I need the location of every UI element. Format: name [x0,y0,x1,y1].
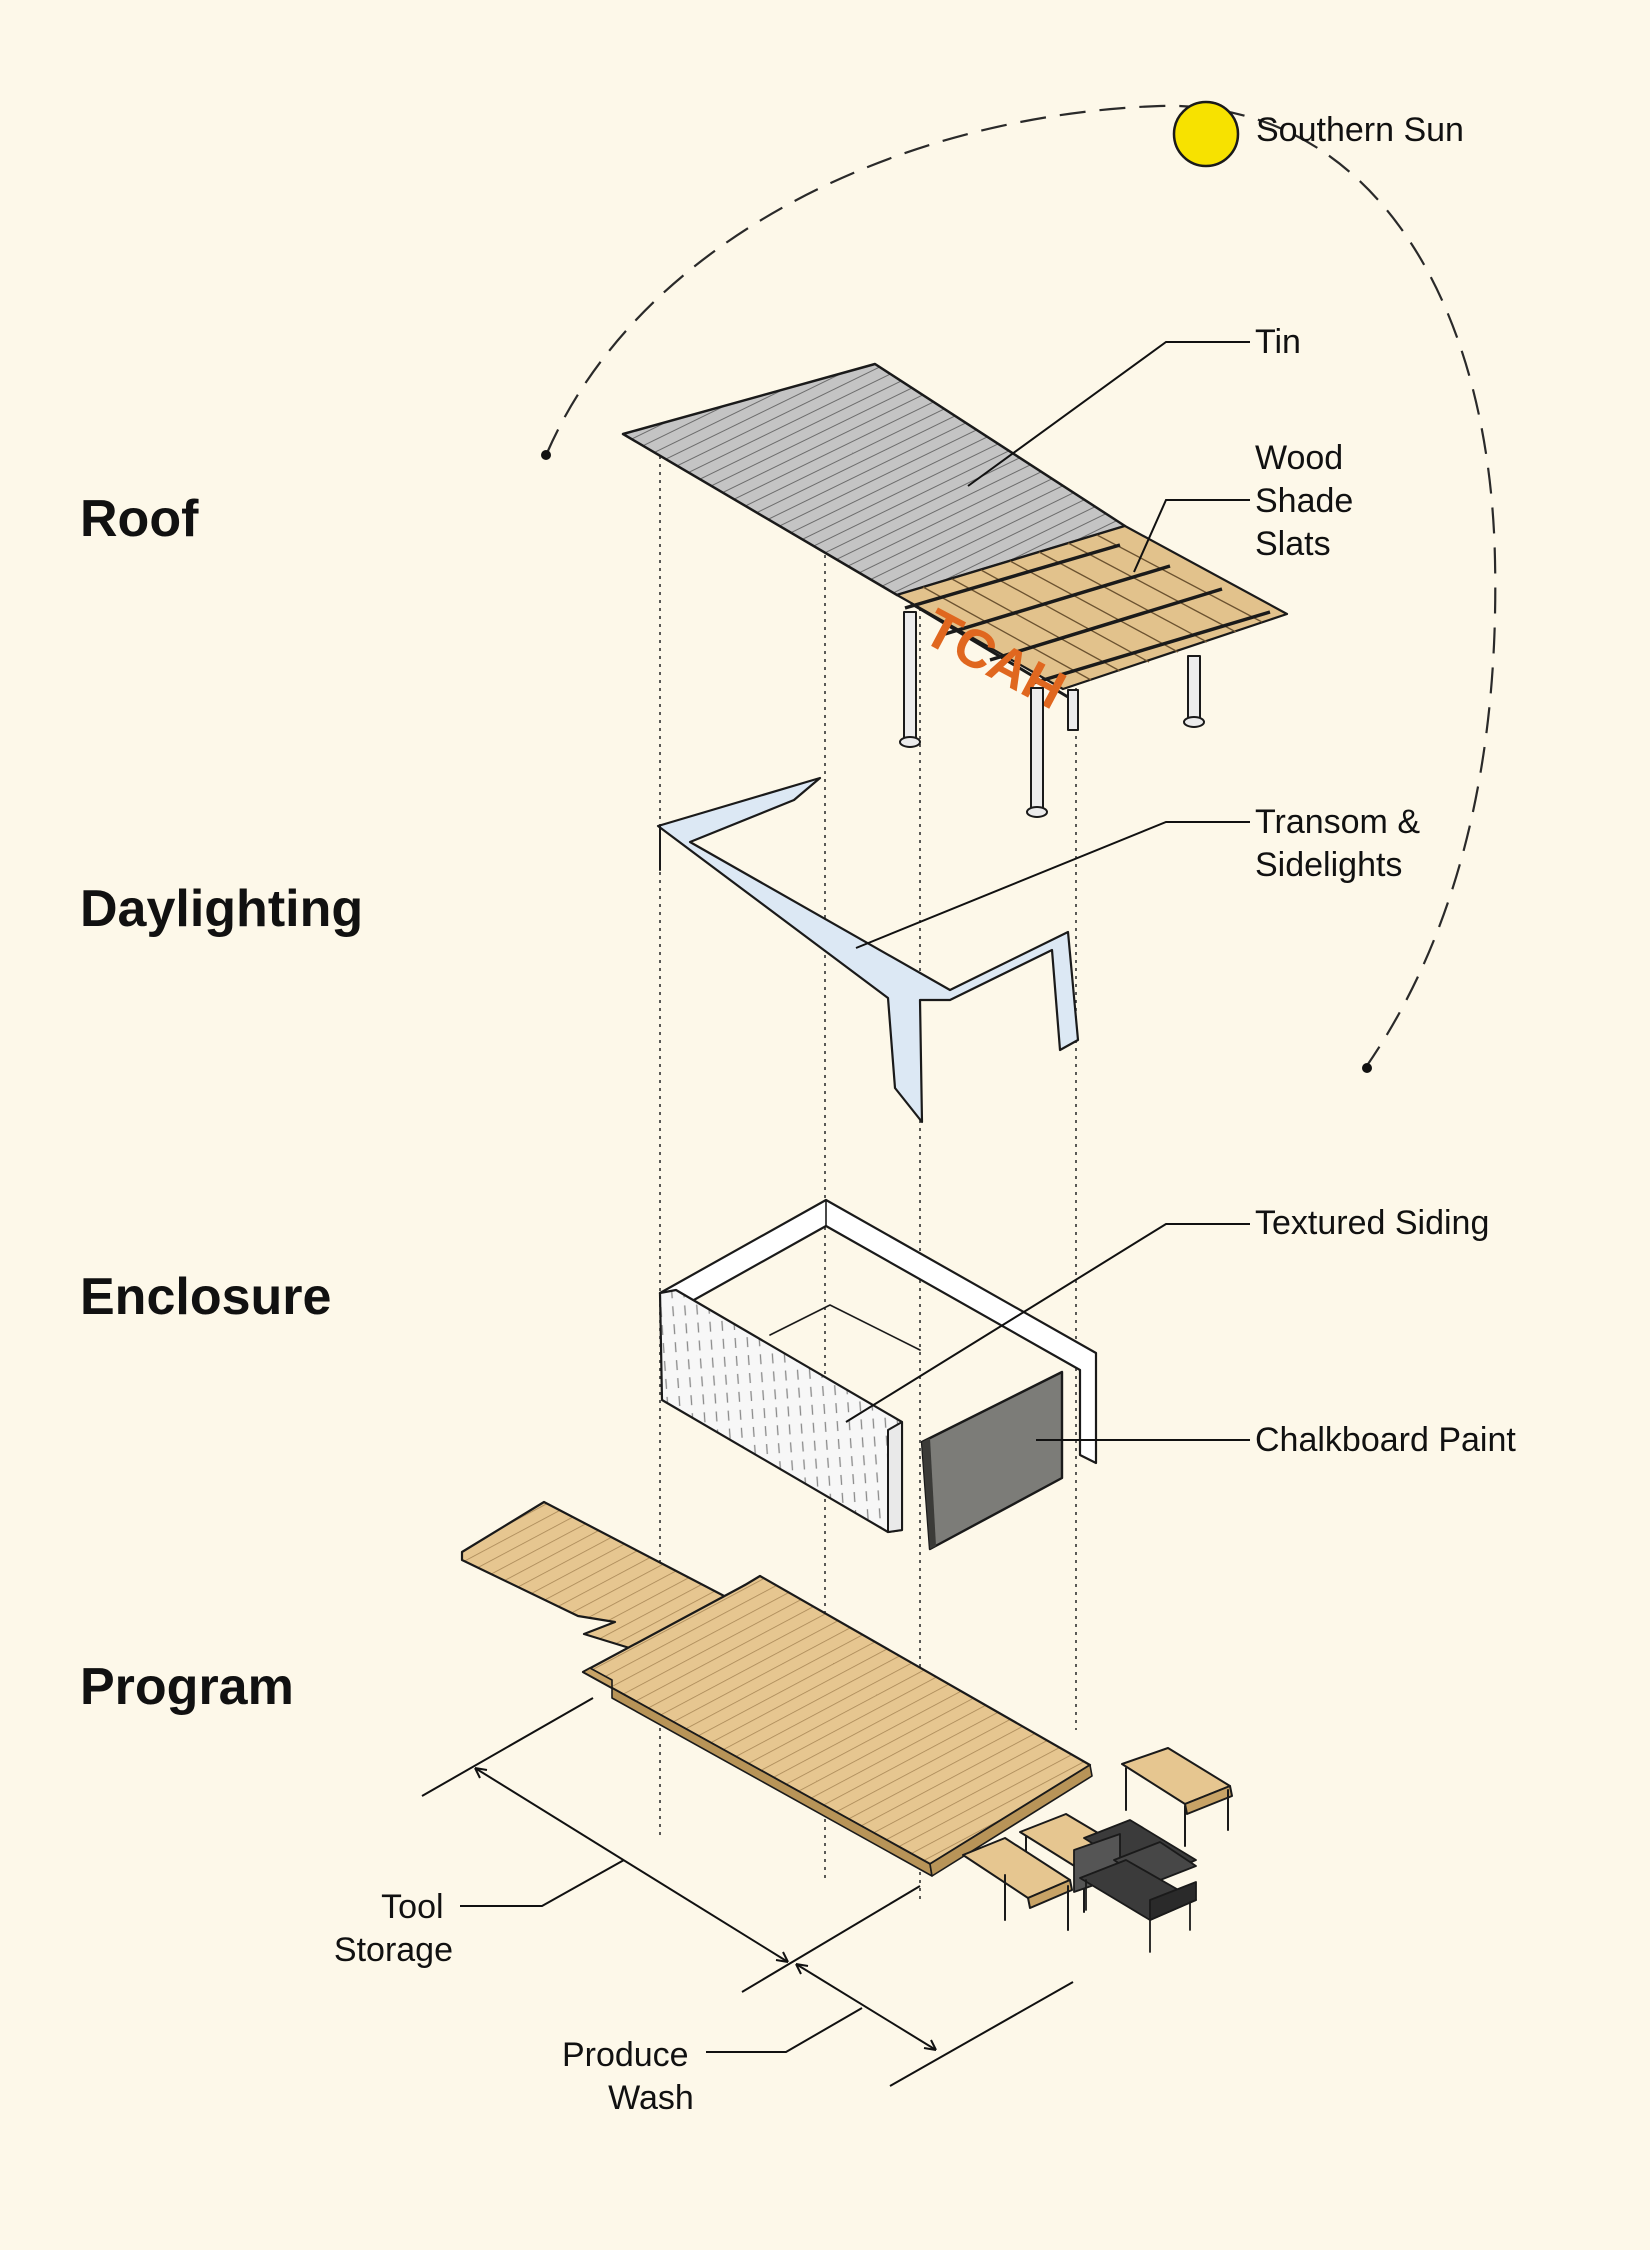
produce-wash-bins [1073,1819,1197,1953]
layer-label-enclosure: Enclosure [80,1268,331,1326]
callout-textured-siding: Textured Siding [1255,1204,1489,1242]
layer-label-program: Program [80,1658,294,1716]
textured-siding-wall [658,1288,904,1534]
produce-wash-leader [706,2007,863,2053]
wood-shade-slats [895,524,1289,691]
tin-leader [967,341,1250,487]
enclosure-walls [658,1198,1098,1534]
layer-label-daylighting: Daylighting [80,880,363,938]
callout-transom-sidelights: Transom & Sidelights [1255,803,1429,884]
transom-leader [855,821,1250,949]
callout-tool-storage: Tool Storage [334,1888,453,1969]
callout-produce-wash: Produce Wash [562,2036,698,2117]
callout-tin: Tin [1255,323,1301,361]
transom-and-sidelights [656,776,1080,1124]
sun-path-end-dot [1362,1063,1372,1073]
callout-wood-shade-slats: Wood Shade Slats [1255,439,1363,563]
callout-chalkboard-paint: Chalkboard Paint [1255,1421,1516,1459]
roof-posts [899,611,1205,818]
callout-southern-sun: Southern Sun [1256,111,1464,149]
siding-leader [845,1223,1250,1423]
chalkboard-panel [920,1370,1064,1551]
sun-icon [1172,100,1240,168]
slats-leader [1133,499,1250,573]
sun-path [541,104,1497,1073]
layer-label-roof: Roof [80,490,199,548]
tables [962,1747,1233,1931]
wood-deck [460,1500,1093,1877]
sun-path-start-dot [541,450,551,460]
tool-storage-leader [460,1859,625,1907]
dimension-lines [421,1697,1074,2087]
leader-lines [460,341,1250,2053]
